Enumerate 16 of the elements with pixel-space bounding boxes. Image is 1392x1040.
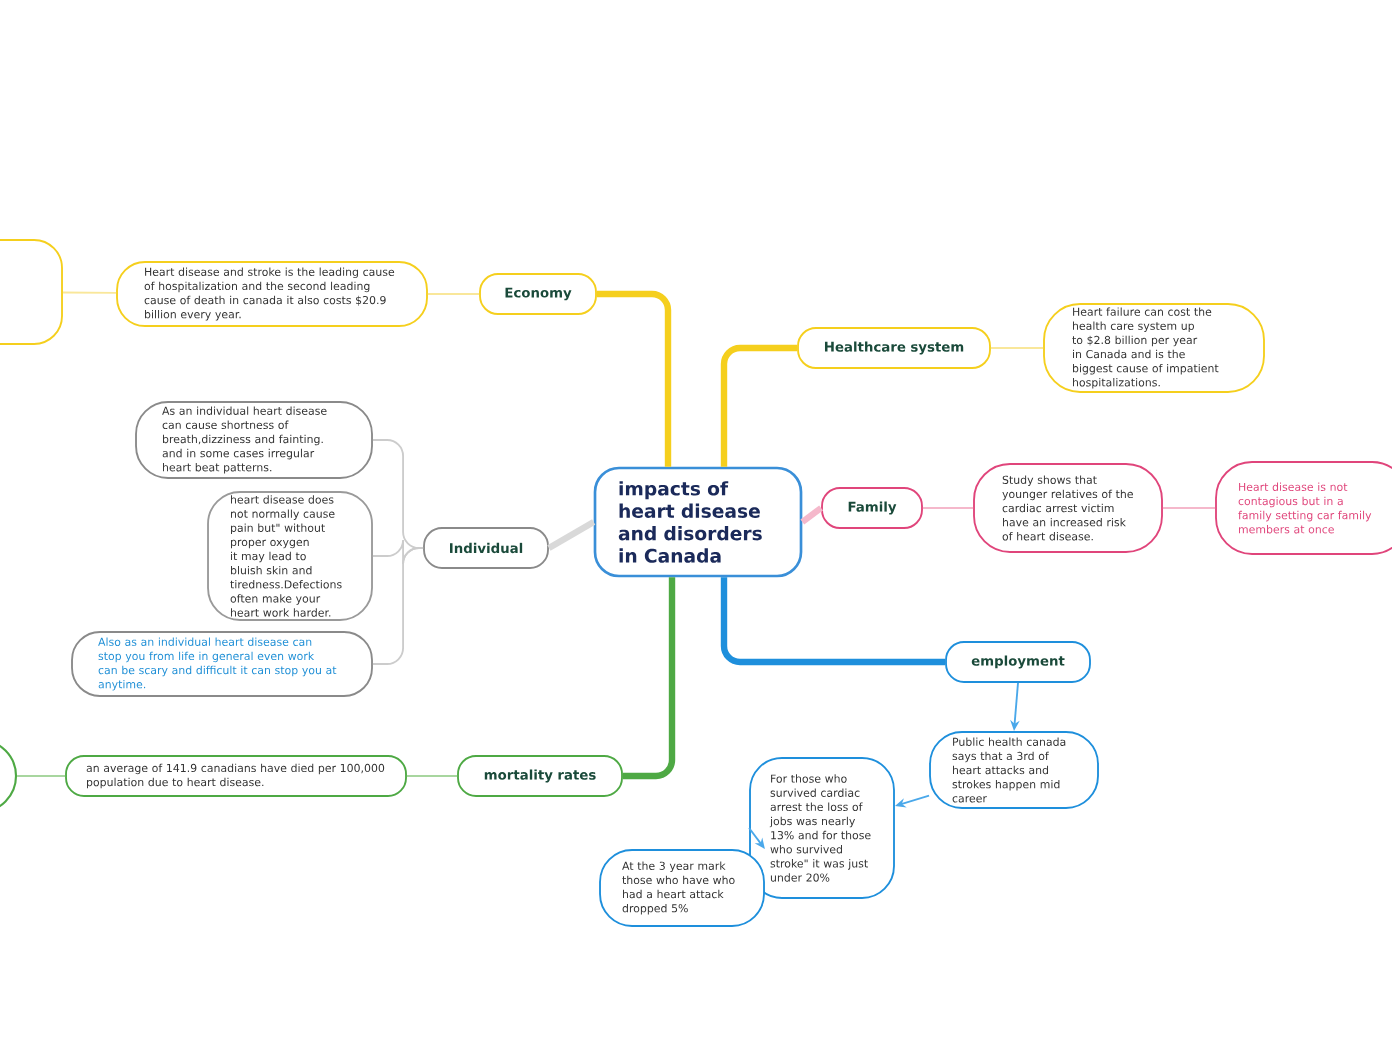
connector bbox=[547, 519, 596, 551]
connector bbox=[406, 775, 458, 777]
connector bbox=[16, 775, 66, 777]
connector bbox=[1162, 507, 1216, 509]
connector bbox=[922, 507, 974, 509]
connector bbox=[720, 577, 946, 666]
connector bbox=[990, 347, 1044, 349]
connector bbox=[62, 291, 117, 294]
connector bbox=[427, 293, 480, 295]
connector bbox=[372, 547, 424, 665]
connector bbox=[596, 290, 672, 467]
central-topic: impacts of heart disease and disorders in Canada bbox=[593, 466, 803, 578]
connector bbox=[622, 577, 676, 780]
note-box bbox=[0, 239, 63, 345]
connector bbox=[720, 344, 798, 467]
connector bbox=[800, 505, 823, 525]
